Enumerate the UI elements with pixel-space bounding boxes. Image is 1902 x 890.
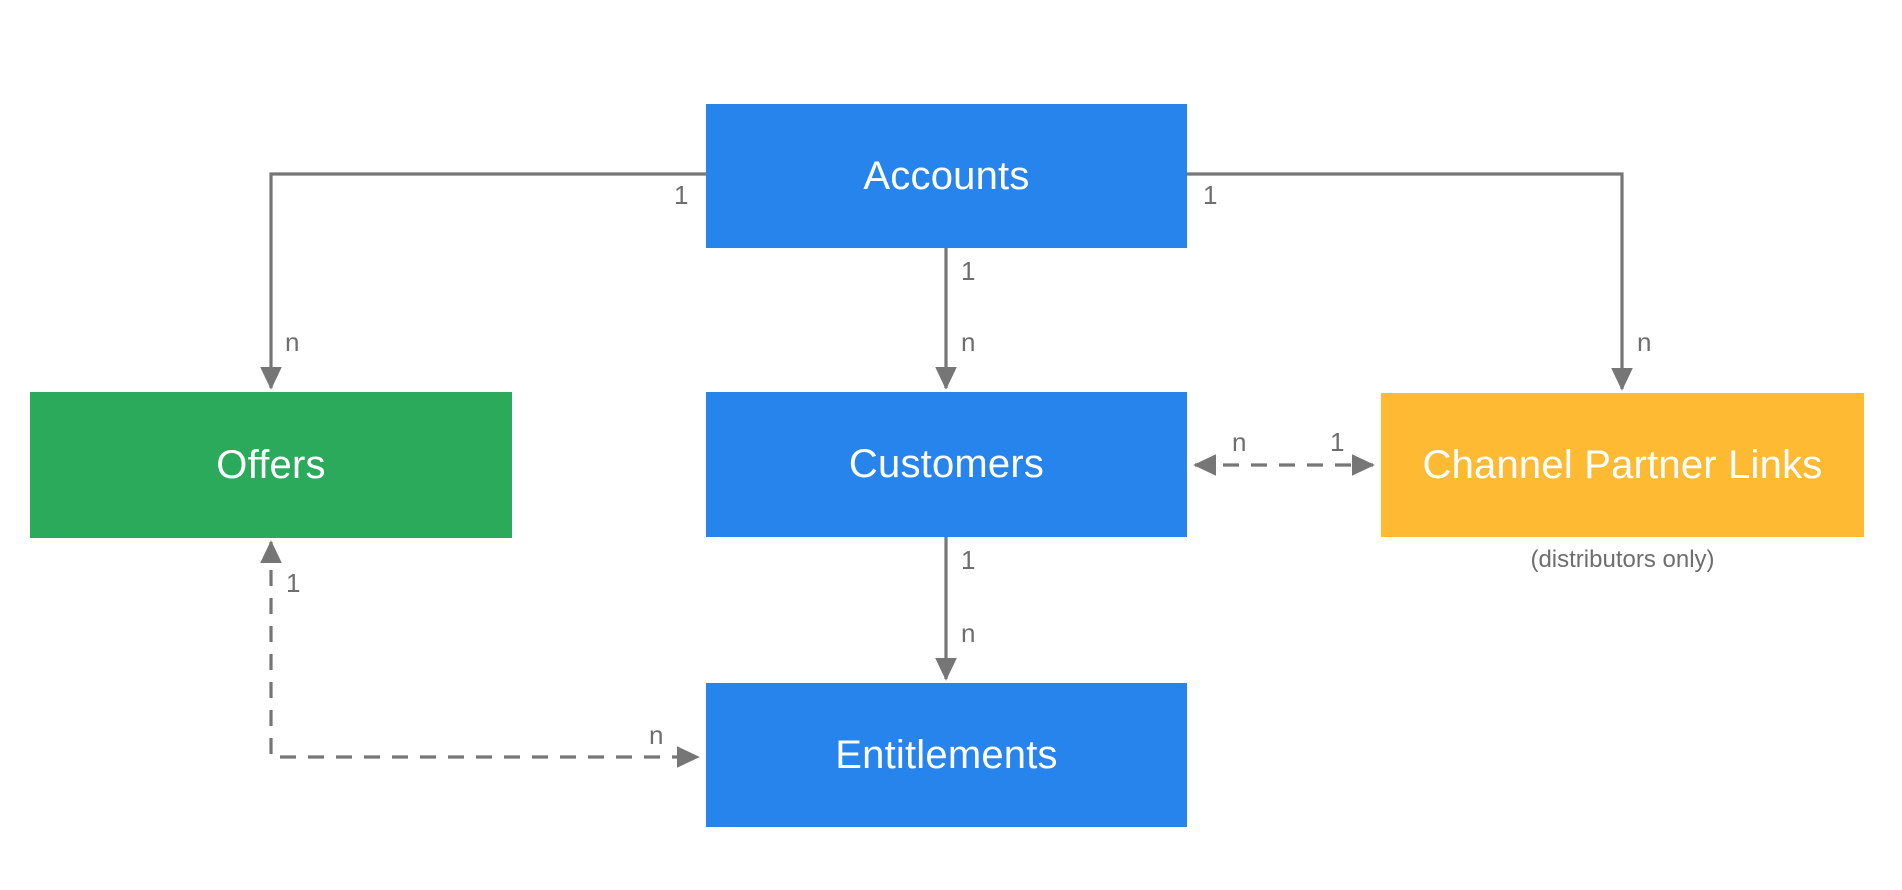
edge-offers-entitlements: [260, 540, 700, 768]
edge-accounts-offers: [260, 172, 706, 390]
node-offers[interactable]: Offers: [30, 392, 512, 538]
node-offers-label: Offers: [216, 442, 326, 487]
edge-label-accounts-customers-n: n: [961, 327, 976, 357]
node-channel-partner-links-caption: (distributors only): [1530, 546, 1715, 573]
edge-label-accounts-offers-n: n: [285, 327, 300, 357]
node-accounts-label: Accounts: [863, 153, 1030, 198]
edge-accounts-cpl: [1187, 172, 1633, 391]
edge-label-customers-cpl-1: 1: [1330, 427, 1345, 457]
node-channel-partner-links-label: Channel Partner Links: [1422, 442, 1823, 487]
edge-label-accounts-cpl-n: n: [1637, 327, 1652, 357]
node-entitlements[interactable]: Entitlements: [706, 683, 1187, 827]
node-customers[interactable]: Customers: [706, 392, 1187, 537]
node-entitlements-label: Entitlements: [835, 732, 1058, 777]
node-customers-label: Customers: [848, 442, 1045, 486]
node-accounts[interactable]: Accounts: [706, 104, 1187, 248]
edge-label-customers-entitlements-1: 1: [961, 545, 976, 575]
edge-label-offers-entitlements-n: n: [649, 720, 664, 750]
edge-label-offers-entitlements-1: 1: [286, 568, 301, 598]
edge-label-accounts-customers-1: 1: [961, 256, 976, 286]
edge-label-accounts-cpl-1: 1: [1203, 180, 1218, 210]
edge-label-customers-cpl-n: n: [1232, 427, 1247, 457]
node-channel-partner-links[interactable]: Channel Partner Links: [1381, 393, 1864, 537]
edge-label-customers-entitlements-n: n: [961, 618, 976, 648]
edge-label-accounts-offers-1: 1: [674, 180, 689, 210]
